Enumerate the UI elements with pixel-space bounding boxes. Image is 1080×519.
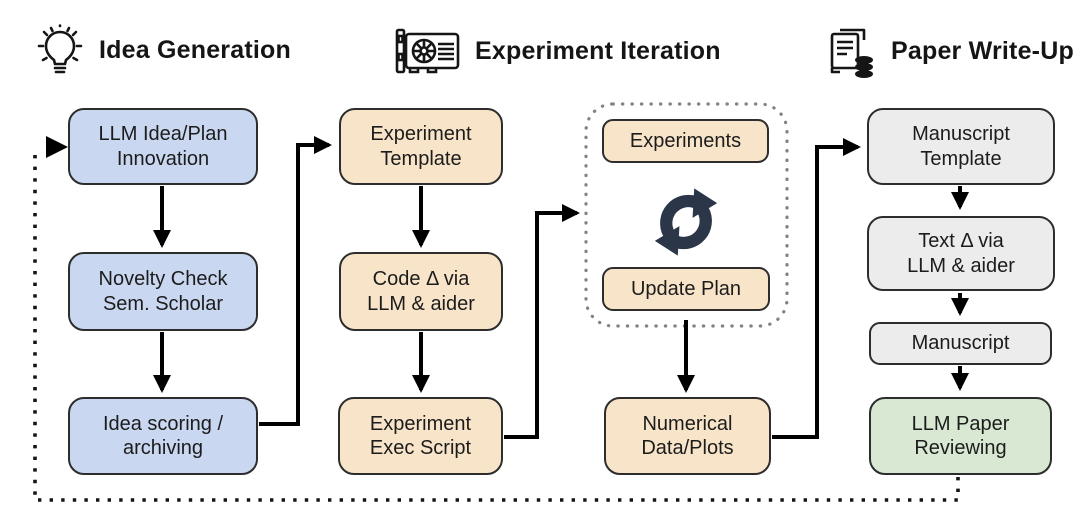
section-title: Experiment Iteration bbox=[475, 36, 721, 65]
box-label: Update Plan bbox=[630, 277, 742, 300]
box-update-plan: Update Plan bbox=[602, 267, 770, 311]
lightbulb-icon bbox=[37, 24, 83, 74]
box-manuscript-template: Manuscript Template bbox=[867, 108, 1055, 185]
box-label: Experiment Template bbox=[370, 123, 472, 170]
box-llm-paper-reviewing: LLM Paper Reviewing bbox=[869, 397, 1052, 475]
box-numerical-data-plots: Numerical Data/Plots bbox=[604, 397, 771, 475]
box-manuscript: Manuscript bbox=[869, 322, 1052, 365]
box-idea-scoring-archiving: Idea scoring / archiving bbox=[68, 397, 258, 475]
box-label: LLM Paper Reviewing bbox=[911, 412, 1010, 459]
refresh-loop-icon bbox=[645, 181, 727, 268]
paper-database-icon bbox=[830, 28, 873, 78]
header-experiment-iteration: Experiment Iteration bbox=[394, 24, 721, 78]
arrow-exec-to-loop bbox=[504, 204, 580, 439]
arrow-numerical-to-manuscript-template bbox=[772, 138, 861, 439]
box-experiment-template: Experiment Template bbox=[339, 108, 503, 185]
box-label: Code Δ via LLM & aider bbox=[367, 268, 475, 315]
header-idea-generation: Idea Generation bbox=[34, 22, 291, 78]
box-label: Manuscript Template bbox=[912, 123, 1010, 170]
box-code-delta-aider: Code Δ via LLM & aider bbox=[339, 252, 503, 331]
box-label: Experiment Exec Script bbox=[369, 412, 472, 459]
section-title: Idea Generation bbox=[99, 35, 291, 64]
arrow-scoring-to-template bbox=[259, 136, 332, 426]
box-label: Novelty Check Sem. Scholar bbox=[98, 268, 228, 315]
gpu-icon bbox=[395, 28, 460, 74]
box-novelty-check: Novelty Check Sem. Scholar bbox=[68, 252, 258, 331]
feedback-loop-arrowhead bbox=[46, 136, 68, 158]
box-experiment-exec-script: Experiment Exec Script bbox=[338, 397, 503, 475]
box-label: Experiments bbox=[629, 129, 742, 152]
section-title: Paper Write-Up bbox=[891, 36, 1074, 65]
box-label: Idea scoring / archiving bbox=[102, 412, 224, 459]
box-experiments: Experiments bbox=[602, 119, 769, 163]
box-label: Manuscript bbox=[911, 332, 1010, 355]
box-text-delta-aider: Text Δ via LLM & aider bbox=[867, 216, 1055, 291]
box-label: Numerical Data/Plots bbox=[641, 412, 734, 459]
box-label: Text Δ via LLM & aider bbox=[907, 230, 1015, 277]
flow-arrows bbox=[153, 136, 969, 439]
box-label: LLM Idea/Plan Innovation bbox=[98, 123, 228, 170]
header-paper-write-up: Paper Write-Up bbox=[824, 22, 1074, 80]
box-llm-idea-plan-innovation: LLM Idea/Plan Innovation bbox=[68, 108, 258, 185]
